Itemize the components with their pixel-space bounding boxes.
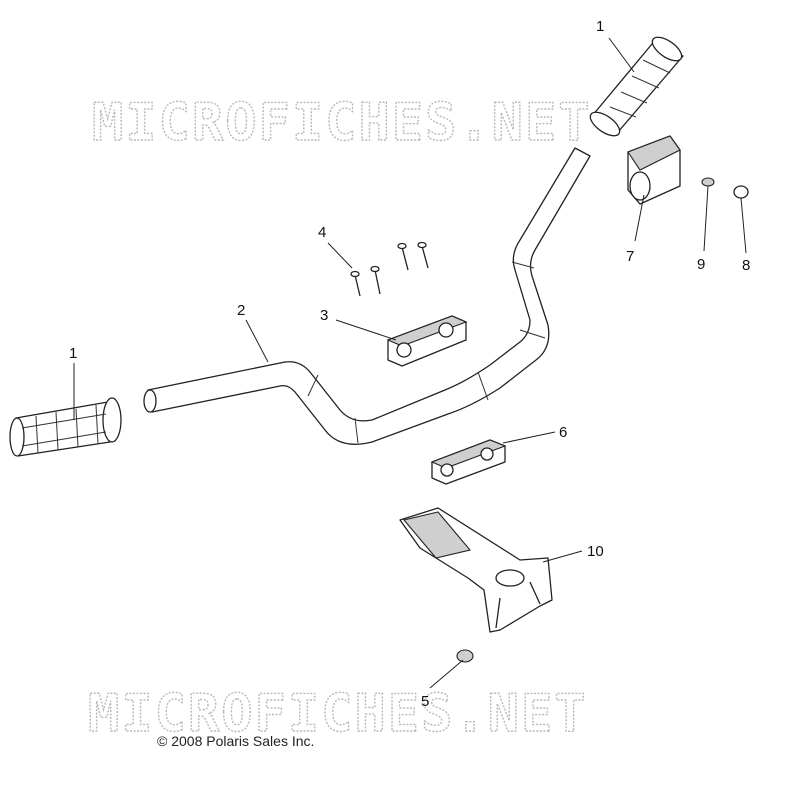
callout-nut: 5 xyxy=(421,693,429,710)
handlebar xyxy=(143,147,591,445)
callout-pad: 7 xyxy=(626,248,634,265)
plug-9 xyxy=(701,177,715,187)
callout-bolts: 4 xyxy=(318,224,326,241)
callout-bracket: 10 xyxy=(587,543,604,560)
callout-lower-clamp: 6 xyxy=(559,424,567,441)
callout-plug-8: 8 xyxy=(742,257,750,274)
lower-clamp xyxy=(430,439,507,485)
plug-8 xyxy=(733,185,749,199)
bracket xyxy=(399,507,553,633)
callout-plug-9: 9 xyxy=(697,256,705,273)
copyright-text: © 2008 Polaris Sales Inc. xyxy=(157,733,315,749)
pad xyxy=(627,135,681,205)
upper-clamp xyxy=(386,315,468,367)
nut xyxy=(456,649,474,663)
callout-grip-left: 1 xyxy=(69,345,77,362)
watermark-top: MICROFICHES.NET xyxy=(92,93,592,153)
callout-grip-right: 1 xyxy=(596,18,604,35)
leader-lines xyxy=(73,37,747,689)
grip-right xyxy=(589,36,684,137)
callout-upper-clamp: 3 xyxy=(320,307,328,324)
callout-handlebar: 2 xyxy=(237,302,245,319)
bolts xyxy=(350,241,429,297)
watermark-bottom: MICROFICHES.NET xyxy=(88,684,588,744)
grip-left xyxy=(9,397,122,457)
